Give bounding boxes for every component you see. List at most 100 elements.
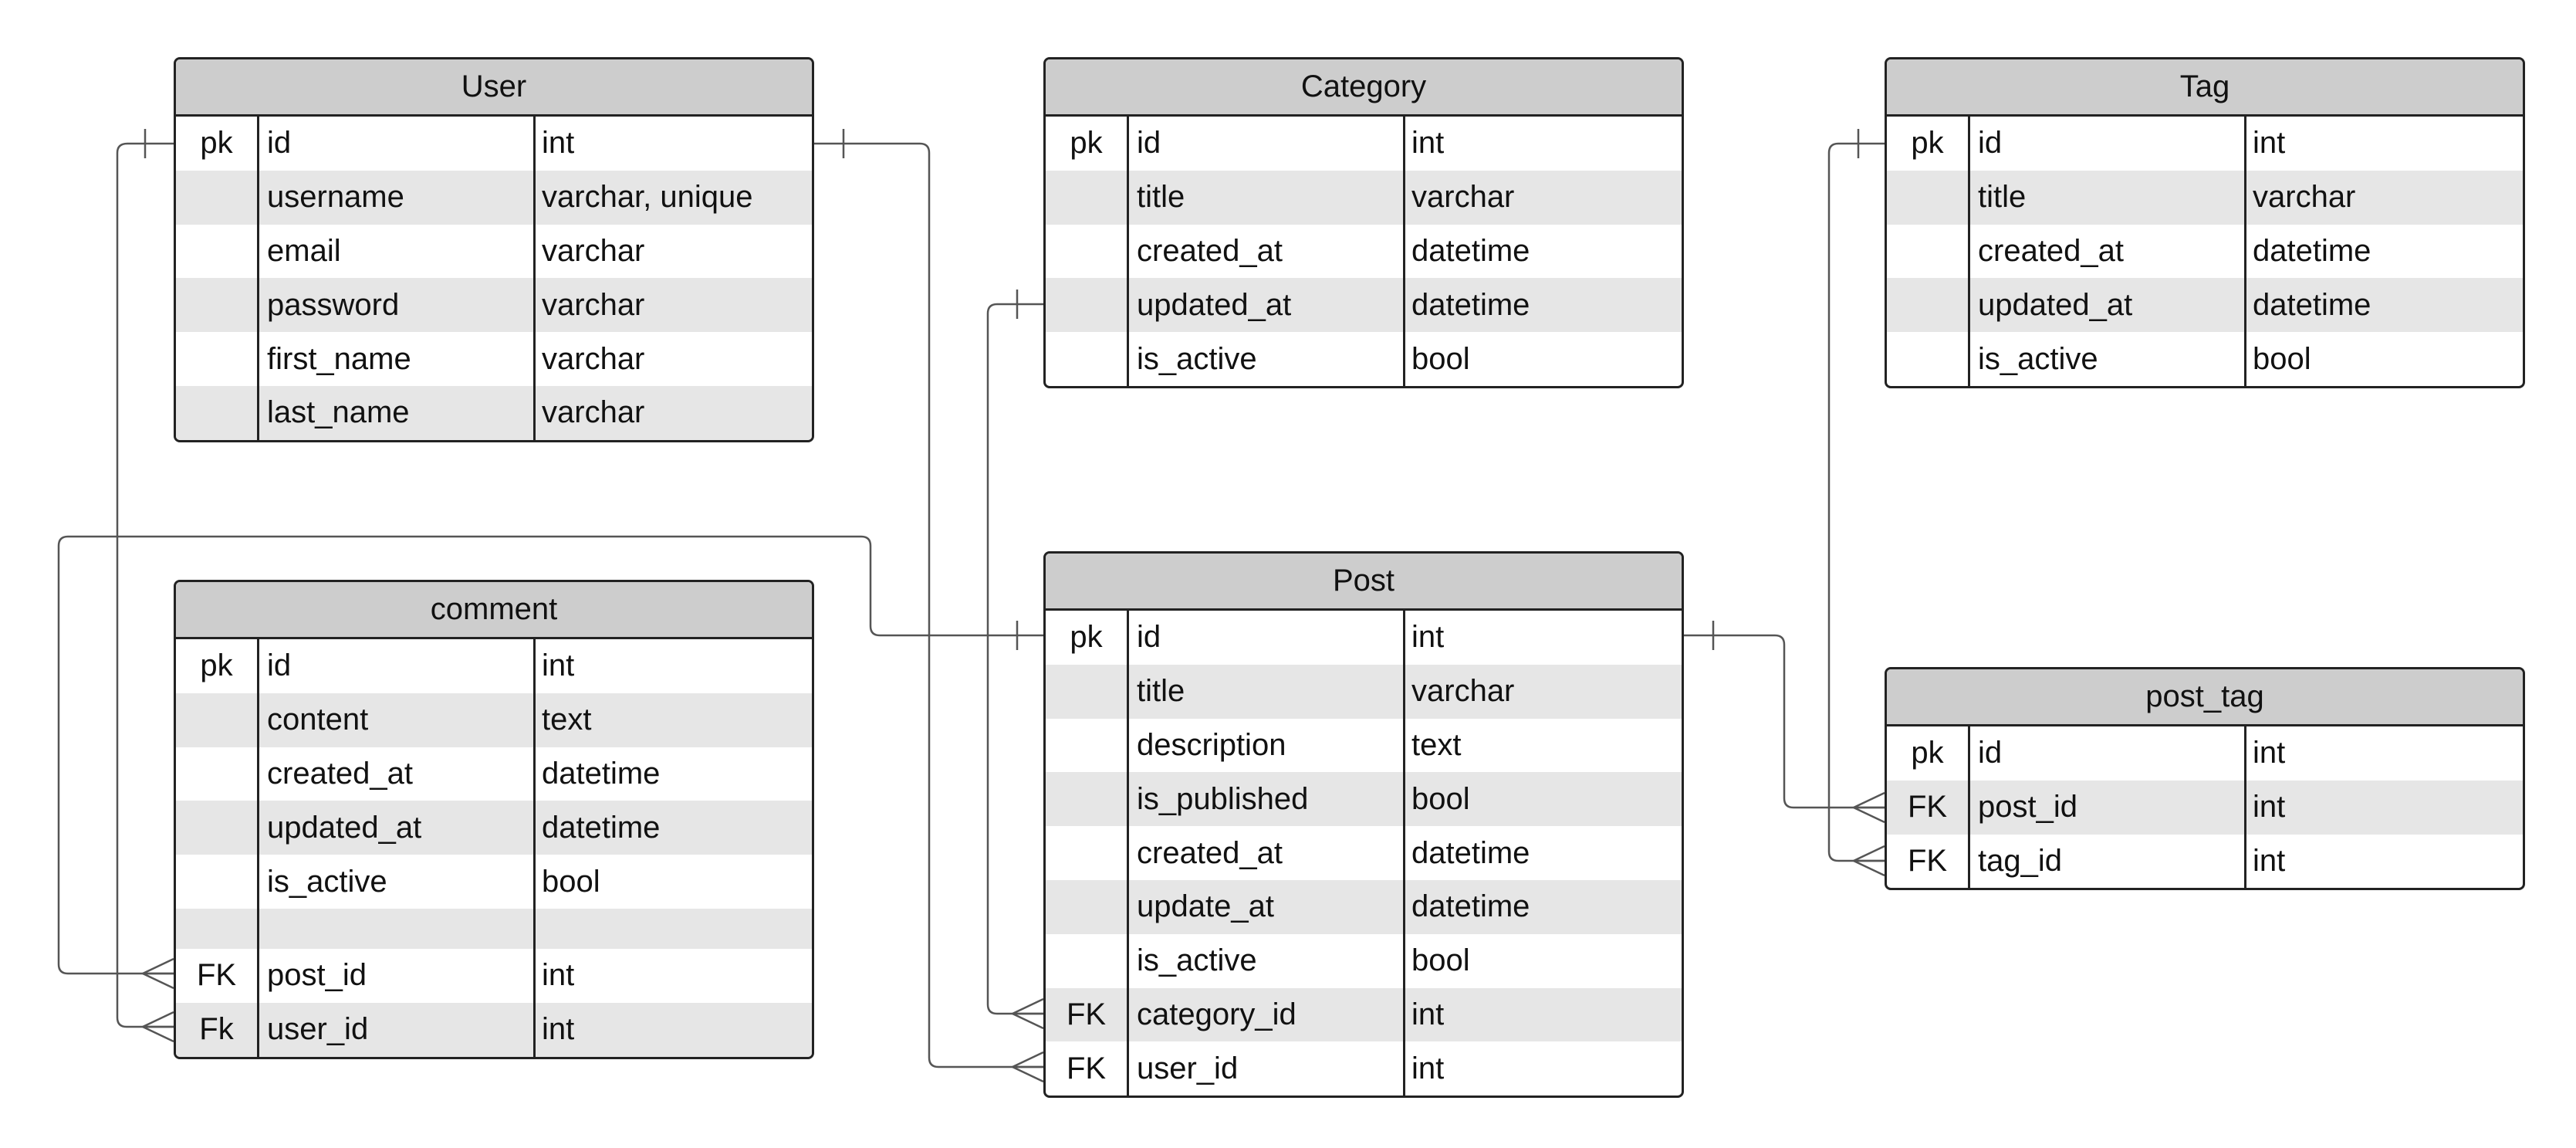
column-name-cell: category_id xyxy=(1129,987,1405,1042)
key-cell xyxy=(1046,170,1129,225)
column-type-cell: varchar xyxy=(542,287,645,322)
relationship-line-post-posttag xyxy=(1684,634,1885,809)
table-header: Post xyxy=(1046,554,1682,611)
column-name-cell: created_at xyxy=(1129,826,1405,880)
column-type-cell: bool xyxy=(2253,341,2311,376)
key-cell: pk xyxy=(176,117,259,171)
key-cell xyxy=(1887,332,1970,386)
column-type-cell: bool xyxy=(1411,781,1470,816)
key-cell: pk xyxy=(1887,726,1970,781)
column-type-cell: varchar xyxy=(1411,674,1515,709)
many-marker xyxy=(142,1011,174,1043)
column-type-cell: int xyxy=(1411,997,1445,1031)
column-name-cell: user_id xyxy=(1129,1041,1405,1096)
column-type-cell: varchar xyxy=(542,341,645,376)
table-header: Category xyxy=(1046,59,1682,117)
column-name-cell: id xyxy=(259,639,536,693)
key-cell xyxy=(1046,664,1129,719)
many-marker xyxy=(142,957,174,990)
column-type-cell: int xyxy=(542,1012,575,1047)
column-type-cell: text xyxy=(542,703,592,737)
column-name-cell: post_id xyxy=(259,948,536,1003)
column-name-cell: id xyxy=(1970,117,2246,171)
column-type-cell: varchar xyxy=(2253,180,2356,215)
column-type-cell: int xyxy=(2253,790,2286,825)
many-marker xyxy=(1853,845,1885,877)
column-name-cell: is_active xyxy=(1129,332,1405,386)
column-type-cell: text xyxy=(1411,727,1462,762)
key-cell xyxy=(176,693,259,747)
column-type-cell: int xyxy=(542,126,575,161)
column-type-cell: varchar, unique xyxy=(542,180,753,215)
column-type-cell: bool xyxy=(542,864,600,899)
column-name-cell: created_at xyxy=(1970,224,2246,279)
column-type-cell: datetime xyxy=(2253,233,2371,268)
column-name-cell: last_name xyxy=(259,385,536,440)
relationship-line-user-post xyxy=(814,142,1043,1068)
column-name-cell xyxy=(259,908,536,949)
relationship-line-user-comment xyxy=(116,142,174,1028)
key-cell: pk xyxy=(176,639,259,693)
key-cell xyxy=(176,747,259,801)
column-name-cell: id xyxy=(1129,117,1405,171)
key-cell: FK xyxy=(176,948,259,1003)
key-cell: FK xyxy=(1887,834,1970,889)
column-name-cell: content xyxy=(259,693,536,747)
column-type-cell: datetime xyxy=(542,756,661,791)
column-type-cell: datetime xyxy=(1411,233,1530,268)
table-header: Tag xyxy=(1887,59,2523,117)
column-type-cell: int xyxy=(2253,843,2286,878)
column-type-cell: int xyxy=(1411,1051,1445,1085)
column-name-cell: updated_at xyxy=(1129,278,1405,333)
table-row[interactable] xyxy=(176,908,812,949)
relationship-line-category-post xyxy=(986,303,1043,1015)
column-name-cell: first_name xyxy=(259,332,536,386)
relationship-line-tag-posttag xyxy=(1827,142,1885,862)
key-cell xyxy=(1046,224,1129,279)
column-name-cell: updated_at xyxy=(259,801,536,855)
column-type-cell: int xyxy=(2253,736,2286,770)
key-cell xyxy=(1046,718,1129,773)
